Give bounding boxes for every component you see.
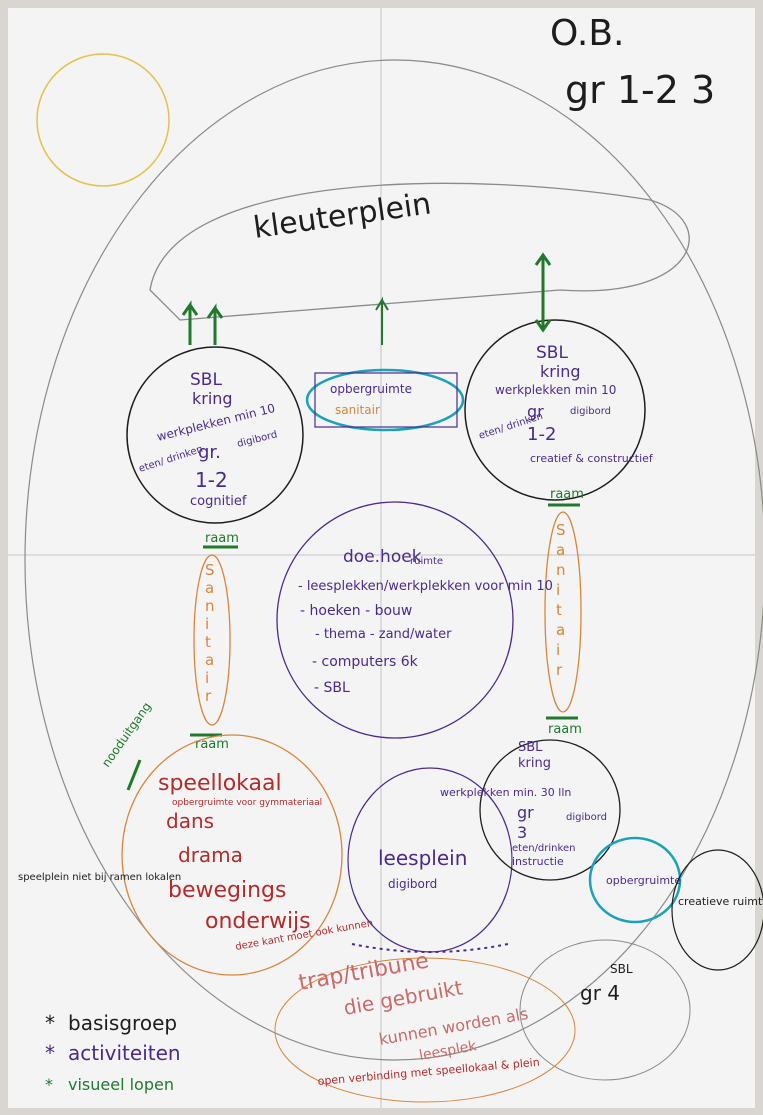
- classroom-right: [464, 319, 646, 501]
- leesplein-label: leesplein: [378, 846, 467, 870]
- right-gr: gr: [527, 402, 544, 421]
- san-left-letter: n: [205, 597, 215, 615]
- gr4-sbl: SBL: [610, 962, 633, 976]
- san-right-letter: a: [556, 621, 565, 639]
- san-left-letter: a: [205, 579, 214, 597]
- trap-oval: [274, 957, 576, 1103]
- san-right-letter: a: [556, 541, 565, 559]
- gr4-circle: [519, 939, 691, 1081]
- san-right-letter: S: [556, 521, 566, 539]
- outer-oval: [24, 59, 763, 1061]
- sanitair-right-oval: [544, 511, 582, 713]
- legend-star-2: *: [45, 1041, 55, 1065]
- doehoek-line3: - thema - zand/water: [315, 627, 452, 642]
- san-left-letter: i: [205, 669, 209, 687]
- opbergruimte-top-rect: [314, 372, 458, 428]
- doehoek-line5: - SBL: [314, 680, 350, 696]
- speellokaal-onderwijs: onderwijs: [205, 909, 311, 934]
- group3-kring: kring: [518, 756, 551, 771]
- doehoek-line1: - leesplekken/werkplekken voor min 10: [298, 579, 553, 594]
- creatieve-label: creatieve ruimte / techniek: [678, 895, 763, 908]
- san-left-letter: i: [205, 615, 209, 633]
- speellokaal-drama: drama: [178, 843, 243, 867]
- green-arrow-left: [181, 300, 199, 345]
- speellokaal-title: speellokaal: [158, 771, 282, 796]
- opbergruimte-top-label: opbergruimte: [330, 382, 412, 396]
- san-right-letter: n: [556, 561, 566, 579]
- san-left-letter: r: [205, 687, 212, 705]
- legend-star-1: *: [45, 1011, 55, 1035]
- doehoek-ruimte: ruimte: [410, 556, 443, 567]
- raam-left-bottom: raam: [195, 737, 229, 752]
- raam-right-bottom: raam: [548, 722, 582, 737]
- group3-digibord: digibord: [566, 812, 607, 823]
- doehoek-title: doe.hoek: [343, 547, 422, 567]
- raam-right-top: raam: [550, 487, 584, 502]
- group3-instructie: instructie: [512, 855, 564, 868]
- right-digibord: digibord: [570, 406, 611, 417]
- san-right-letter: t: [556, 601, 562, 619]
- left-gr: gr.: [198, 442, 221, 463]
- group3-grade: 3: [517, 823, 527, 842]
- right-sbl: SBL: [536, 343, 568, 363]
- right-creatief: creatief & constructief: [530, 452, 654, 465]
- leesplein-steps: [351, 943, 509, 953]
- sanitair-top-label: sanitair: [335, 403, 380, 417]
- left-sbl: SBL: [190, 370, 222, 390]
- doehoek-line4: - computers 6k: [312, 654, 419, 670]
- opbergruimte-right-label: opbergruimte: [606, 874, 681, 887]
- sanitair-left-oval: [193, 554, 231, 726]
- green-arrow-left-2: [206, 303, 224, 345]
- creatieve-circle: [671, 849, 763, 971]
- right-grade: 1-2: [527, 424, 556, 445]
- san-right-letter: i: [556, 581, 560, 599]
- doehoek-circle: [276, 501, 514, 739]
- right-kring: kring: [540, 362, 581, 381]
- speellokaal-bewegings: bewegings: [168, 878, 286, 903]
- opbergruimte-top: [305, 368, 465, 432]
- legend-basisgroep: basisgroep: [68, 1011, 177, 1035]
- group3-eten: eten/drinken: [512, 843, 575, 854]
- group3-sbl: SBL: [518, 740, 543, 755]
- classroom-left: [126, 346, 304, 524]
- legend-star-3: *: [45, 1075, 53, 1094]
- nooduitgang-mark: [126, 759, 142, 791]
- speellokaal-sub: opbergruimte voor gymmateriaal: [172, 798, 322, 808]
- classroom-group3: [479, 739, 621, 881]
- kleuterplein-zone: [149, 182, 690, 321]
- green-arrow-center: [375, 296, 389, 345]
- speellokaal-dans: dans: [166, 809, 214, 833]
- title-line-2: gr 1-2 3: [565, 68, 715, 112]
- san-right-letter: i: [556, 641, 560, 659]
- left-kring: kring: [192, 389, 233, 408]
- speellokaal-circle: [121, 734, 343, 976]
- gr4-label: gr 4: [580, 981, 620, 1005]
- opbergruimte-right: [588, 836, 682, 924]
- raam-left-top: raam: [205, 531, 239, 546]
- group3-gr: gr: [517, 803, 534, 822]
- green-arrow-right: [534, 252, 552, 333]
- left-cognitief: cognitief: [190, 494, 247, 509]
- group3-werkplekken: werkplekken min. 30 lln: [440, 786, 571, 799]
- yellow-circle: [36, 53, 170, 187]
- san-left-letter: a: [205, 651, 214, 669]
- san-left-letter: t: [205, 633, 211, 651]
- doehoek-line2: - hoeken - bouw: [300, 603, 412, 619]
- legend-visueel: visueel lopen: [68, 1075, 174, 1094]
- san-right-letter: r: [556, 661, 563, 679]
- legend-activiteiten: activiteiten: [68, 1041, 181, 1065]
- san-left-letter: S: [205, 561, 215, 579]
- left-grade: 1-2: [195, 468, 228, 492]
- leesplein-digibord: digibord: [388, 877, 437, 891]
- speelplein-note: speelplein niet bij ramen lokalen: [18, 872, 181, 883]
- right-werkplekken: werkplekken min 10: [495, 383, 616, 397]
- title-line-1: O.B.: [550, 13, 624, 54]
